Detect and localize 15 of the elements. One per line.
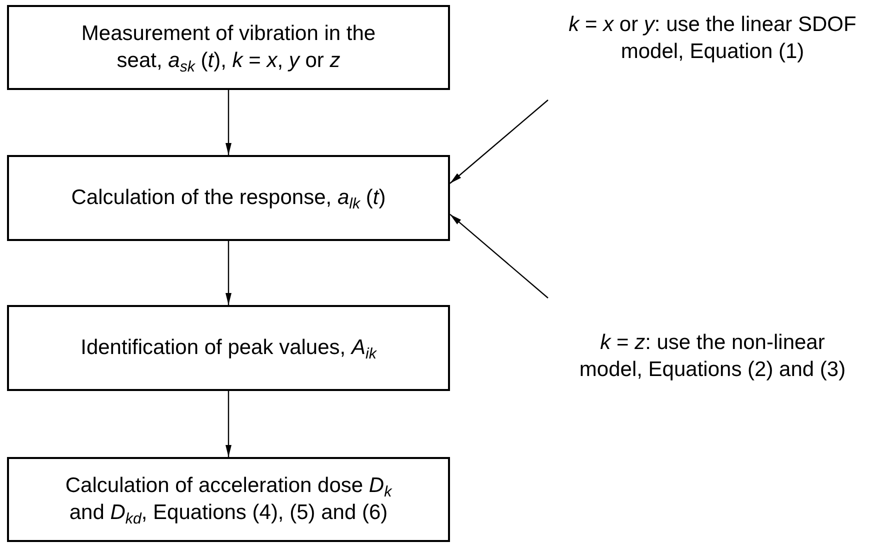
step-text: Measurement of vibration in the seat, a$_{sk}$ (t), k = x, y or z	[80, 20, 377, 74]
arrow	[226, 241, 232, 305]
process-box	[7, 305, 450, 391]
process-box	[7, 5, 450, 90]
arrow	[226, 391, 232, 457]
arrow	[226, 90, 232, 155]
note-text: k = z: use the non-linear model, Equations (2) and (3)	[578, 330, 847, 384]
arrow	[450, 100, 548, 184]
arrow	[450, 214, 548, 298]
step-text: Calculation of the response, a$_{lk}$ (t)	[71, 184, 386, 212]
note-text: k = x or y: use the linear SDOF model, Equation (1)	[568, 12, 857, 65]
step-text: Identification of peak values, A$_{ik}$	[80, 334, 376, 362]
step-text: Calculation of acceleration dose D$_{k}$ and D$_{kd}$, Equations (4), (5) and (6)	[64, 472, 394, 526]
process-box	[7, 457, 450, 542]
process-box	[7, 155, 450, 241]
